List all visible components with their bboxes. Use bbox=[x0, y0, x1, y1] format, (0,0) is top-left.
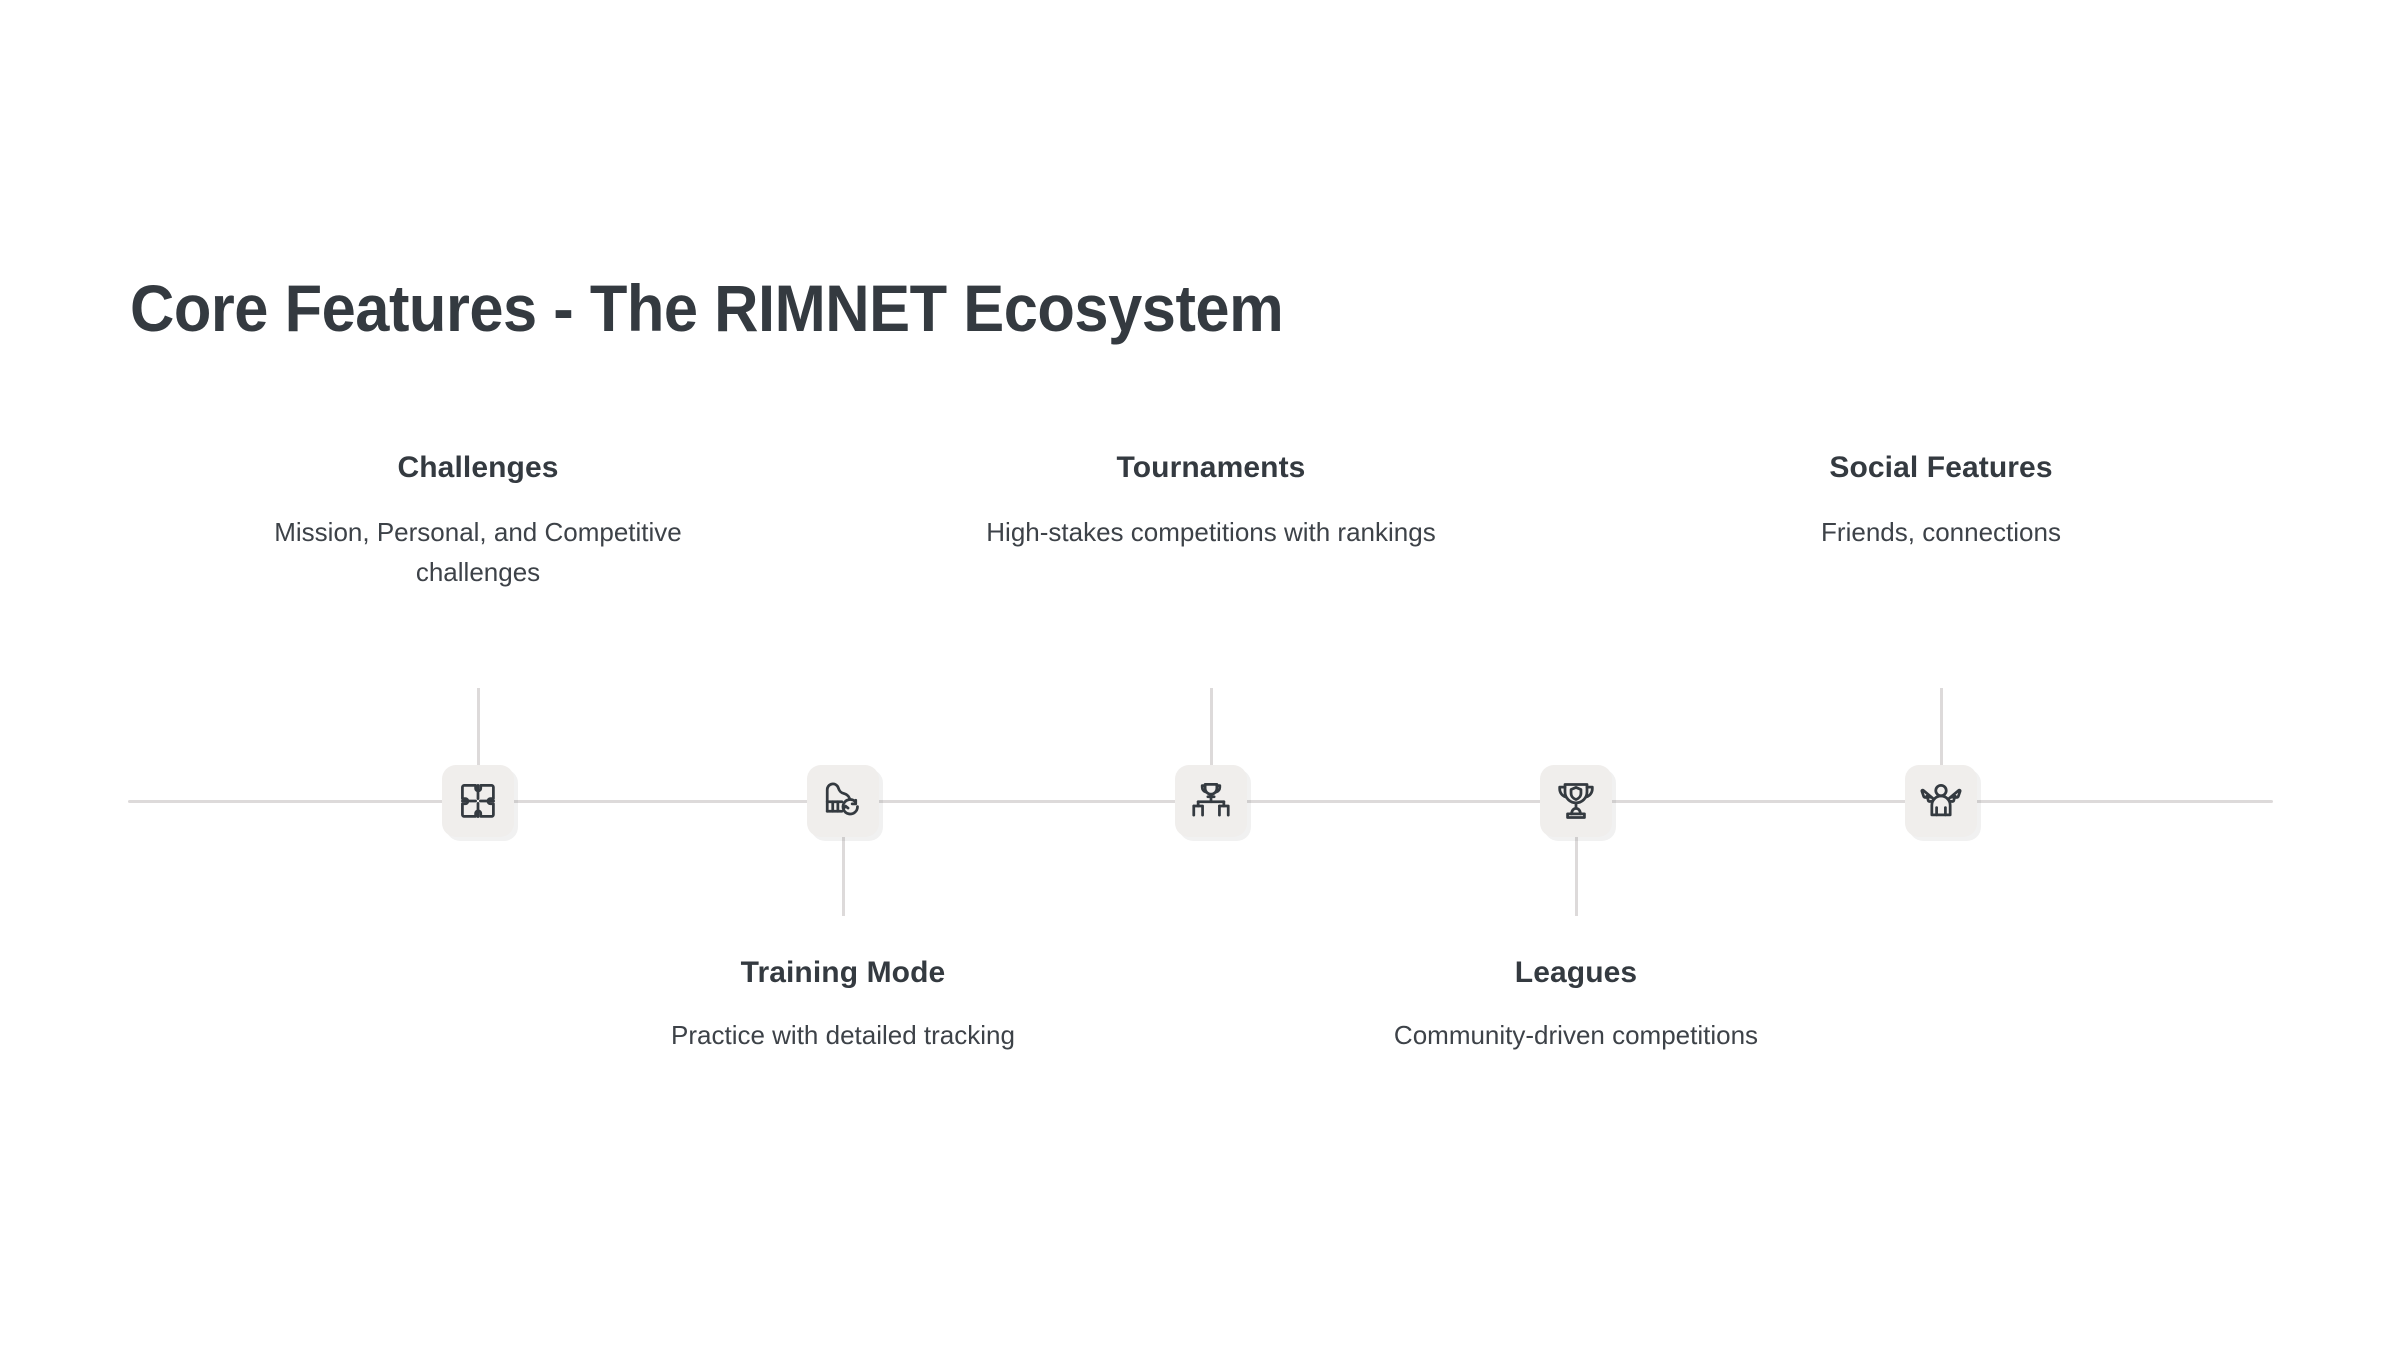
puzzle-icon bbox=[456, 779, 500, 823]
node-description: Friends, connections bbox=[1821, 517, 2061, 547]
trophy-shield-icon bbox=[1554, 779, 1598, 823]
node-text-block: Tournaments High-stakes competitions wit… bbox=[951, 450, 1471, 552]
node-connector-stem bbox=[1574, 836, 1578, 916]
node-connector-stem bbox=[1209, 688, 1213, 768]
tournament-bracket-icon bbox=[1189, 779, 1233, 823]
node-description: Practice with detailed tracking bbox=[671, 1020, 1015, 1050]
node-marker[interactable] bbox=[1175, 765, 1247, 837]
node-marker[interactable] bbox=[1905, 765, 1977, 837]
node-description: Community-driven competitions bbox=[1393, 1020, 1759, 1050]
node-connector-stem bbox=[476, 688, 480, 768]
node-label: Challenges bbox=[397, 451, 559, 484]
node-text-block: Training Mode Practice with detailed tra… bbox=[583, 955, 1103, 1055]
node-label: Leagues bbox=[1514, 956, 1638, 989]
node-text-block: Social Features Friends, connections bbox=[1681, 450, 2201, 552]
node-connector-stem bbox=[841, 836, 845, 916]
node-marker[interactable] bbox=[442, 765, 514, 837]
node-description: High-stakes competitions with rankings bbox=[986, 517, 1436, 547]
training-refresh-icon bbox=[821, 779, 865, 823]
node-connector-stem bbox=[1939, 688, 1943, 768]
node-marker[interactable] bbox=[1540, 765, 1612, 837]
node-label: Social Features bbox=[1829, 451, 2053, 484]
node-description: Mission, Personal, and Competitive chall… bbox=[274, 517, 682, 588]
node-text-block: Leagues Community-driven competitions bbox=[1316, 955, 1836, 1055]
node-marker[interactable] bbox=[807, 765, 879, 837]
node-label: Tournaments bbox=[1116, 451, 1306, 484]
page-title: Core Features - The RIMNET Ecosystem bbox=[130, 271, 1284, 345]
node-text-block: Challenges Mission, Personal, and Compet… bbox=[218, 450, 738, 593]
node-label: Training Mode bbox=[740, 956, 946, 989]
winged-person-icon bbox=[1919, 779, 1963, 823]
